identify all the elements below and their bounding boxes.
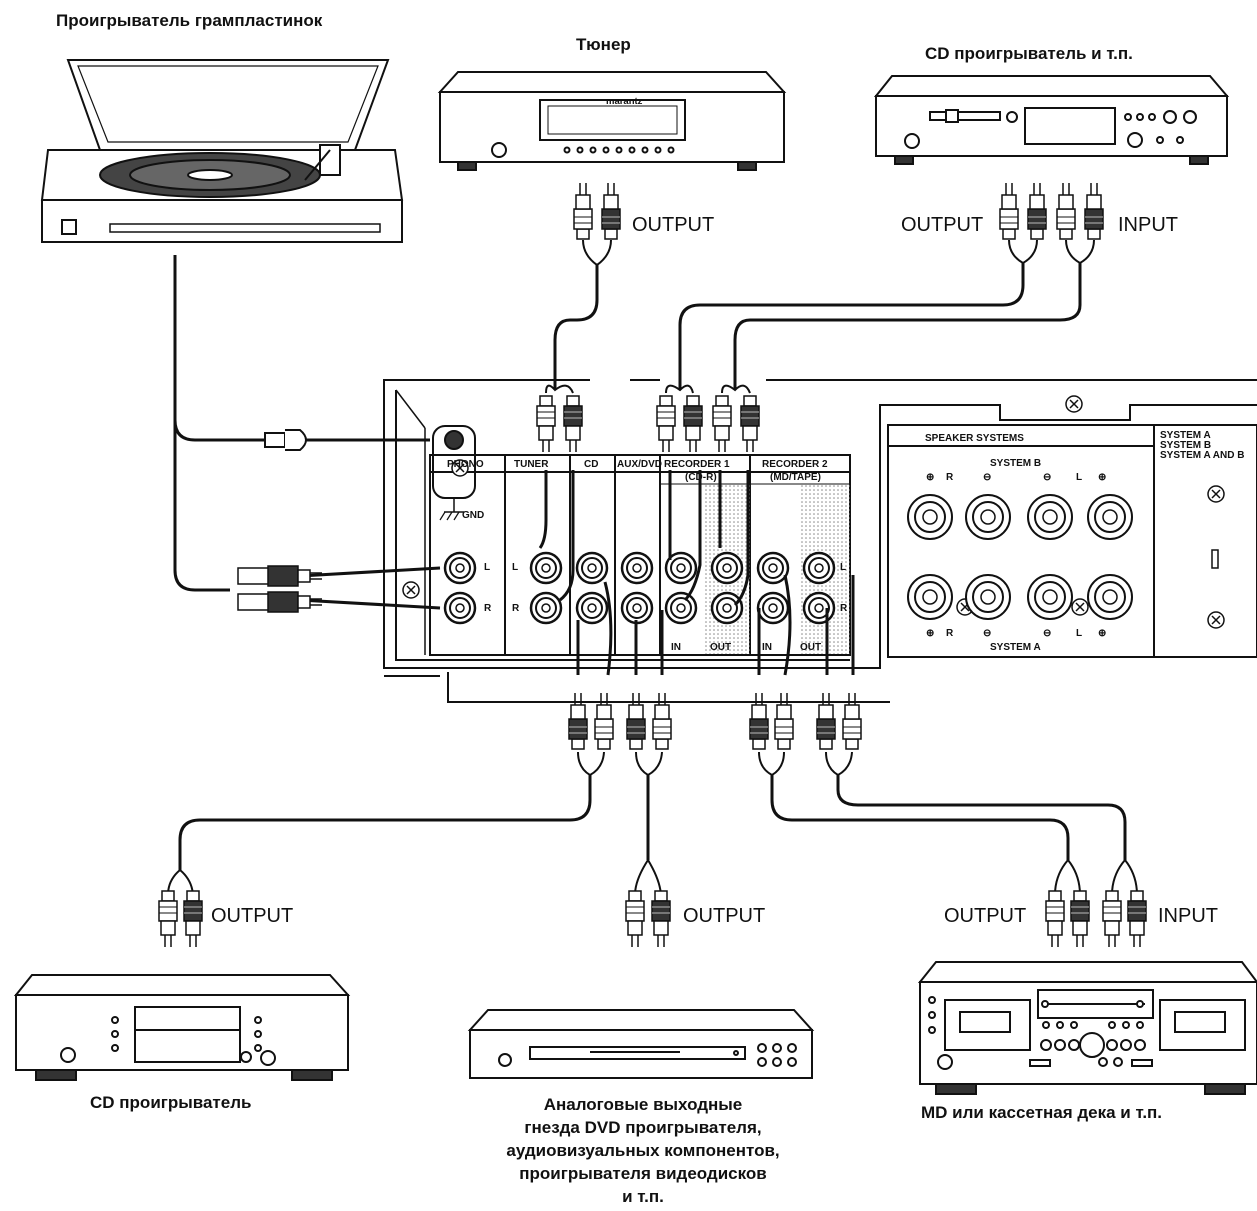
rec2-r-label: R: [840, 603, 848, 614]
dvd-caption: Аналоговые выходные гнезда DVD проигрыва…: [506, 1095, 779, 1206]
spk-a-plus-l: ⊕: [1098, 628, 1106, 639]
spk-b-minus-l: ⊖: [1043, 472, 1051, 483]
sys-sel-b: SYSTEM B: [1160, 440, 1211, 451]
spk-a-minus-r: ⊖: [983, 628, 991, 639]
spk-b-plus-r: ⊕: [926, 472, 934, 483]
rec1-header: RECORDER 1: [664, 459, 730, 470]
phono-header: PHONO: [447, 459, 484, 470]
spk-a-minus-l: ⊖: [1043, 628, 1051, 639]
cables: [173, 255, 1127, 870]
cd-bottom-illustration: [13, 974, 351, 1081]
tuner-brand: marantz: [606, 96, 643, 107]
speaker-systems-title: SPEAKER SYSTEMS: [925, 433, 1024, 444]
selector-switch: [1211, 549, 1219, 569]
cd-bottom-label: CD проигрыватель: [90, 1093, 251, 1112]
sys-sel-ab: SYSTEM A AND B: [1160, 450, 1244, 461]
rec1-in-label: IN: [671, 642, 681, 653]
spk-b-plus-l: ⊕: [1098, 472, 1106, 483]
cd-top-label: CD проигрыватель и т.п.: [925, 44, 1133, 63]
tuner-l-label: L: [512, 562, 518, 573]
phono-l-label: L: [484, 562, 490, 573]
rec2-l-label: L: [840, 562, 846, 573]
spk-b-r-label: R: [946, 472, 954, 483]
rec2-sub: (MD/TAPE): [770, 472, 821, 483]
gnd-terminal: [444, 430, 464, 450]
gnd-label: GND: [462, 510, 484, 521]
turntable-illustration: [40, 59, 404, 243]
deck-illustration: [917, 961, 1257, 1095]
rec1-out-label: OUT: [710, 642, 731, 653]
rec2-out-label: OUT: [800, 642, 821, 653]
cd-bottom-output-label: OUTPUT: [211, 905, 293, 927]
amplifier-rear-panel: [383, 379, 1257, 703]
tuner-illustration: [437, 71, 787, 171]
spk-a-l-label: L: [1076, 628, 1082, 639]
cd-top-input-label: INPUT: [1118, 214, 1178, 236]
tuner-r-label: R: [512, 603, 520, 614]
rca-jacks: [443, 551, 836, 625]
rec2-in-label: IN: [762, 642, 772, 653]
tuner-label: Тюнер: [576, 35, 631, 54]
sys-sel-a: SYSTEM A: [1160, 430, 1211, 441]
dvd-illustration: [467, 1009, 815, 1079]
aux-header: AUX/DVD: [617, 459, 662, 470]
dvd-caption-line-2: гнезда DVD проигрывателя,: [524, 1118, 761, 1137]
dvd-caption-line-1: Аналоговые выходные: [544, 1095, 743, 1114]
cable-splits: [167, 239, 1138, 896]
phono-r-label: R: [484, 603, 492, 614]
speaker-terminals: [907, 494, 1133, 620]
dvd-caption-line-3: аудиовизуальных компонентов,: [506, 1141, 779, 1160]
deck-label: MD или кассетная дека и т.п.: [921, 1103, 1162, 1122]
tuner-header: TUNER: [514, 459, 549, 470]
spk-b-minus-r: ⊖: [983, 472, 991, 483]
deck-output-label: OUTPUT: [944, 905, 1026, 927]
tuner-output-label: OUTPUT: [632, 214, 714, 236]
spk-a-plus-r: ⊕: [926, 628, 934, 639]
cd-header: CD: [584, 459, 598, 470]
phono-plugs: [237, 565, 322, 613]
system-b-label: SYSTEM B: [990, 458, 1041, 469]
deck-input-label: INPUT: [1158, 905, 1218, 927]
turntable-label: Проигрыватель грампластинок: [56, 11, 323, 30]
cd-top-illustration: [873, 75, 1230, 165]
system-a-label: SYSTEM A: [990, 642, 1041, 653]
cd-top-output-label: OUTPUT: [901, 214, 983, 236]
spk-a-r-label: R: [946, 628, 954, 639]
rec2-header: RECORDER 2: [762, 459, 828, 470]
dvd-caption-line-5: и т.п.: [622, 1187, 664, 1206]
dvd-output-label: OUTPUT: [683, 905, 765, 927]
dvd-caption-line-4: проигрывателя видеодисков: [519, 1164, 767, 1183]
gnd-spade-lug: [264, 429, 307, 451]
spk-b-l-label: L: [1076, 472, 1082, 483]
